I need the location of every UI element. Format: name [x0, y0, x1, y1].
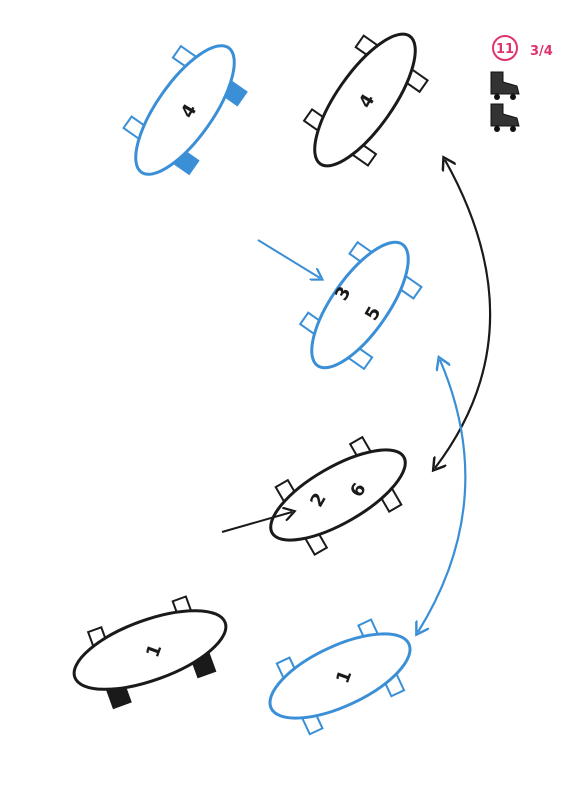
page-fraction: 3/4 — [530, 44, 553, 59]
blue-entry-arrow — [257, 239, 320, 278]
board-blue-middle — [298, 240, 423, 371]
board-black-bottom — [72, 595, 228, 710]
page-number-circle — [492, 35, 518, 61]
board-black-middle — [269, 435, 407, 557]
page-number: 11 — [496, 42, 514, 57]
board-black-top — [302, 32, 429, 168]
black-entry-arrow — [221, 512, 292, 533]
board-blue-top — [122, 44, 248, 176]
roller-skate-icon — [490, 71, 520, 132]
board-blue-bottom — [268, 618, 412, 736]
blue-curved-arrow — [418, 360, 467, 632]
black-curved-arrow — [435, 160, 492, 468]
page-badge: 11 3/4 — [492, 35, 553, 61]
